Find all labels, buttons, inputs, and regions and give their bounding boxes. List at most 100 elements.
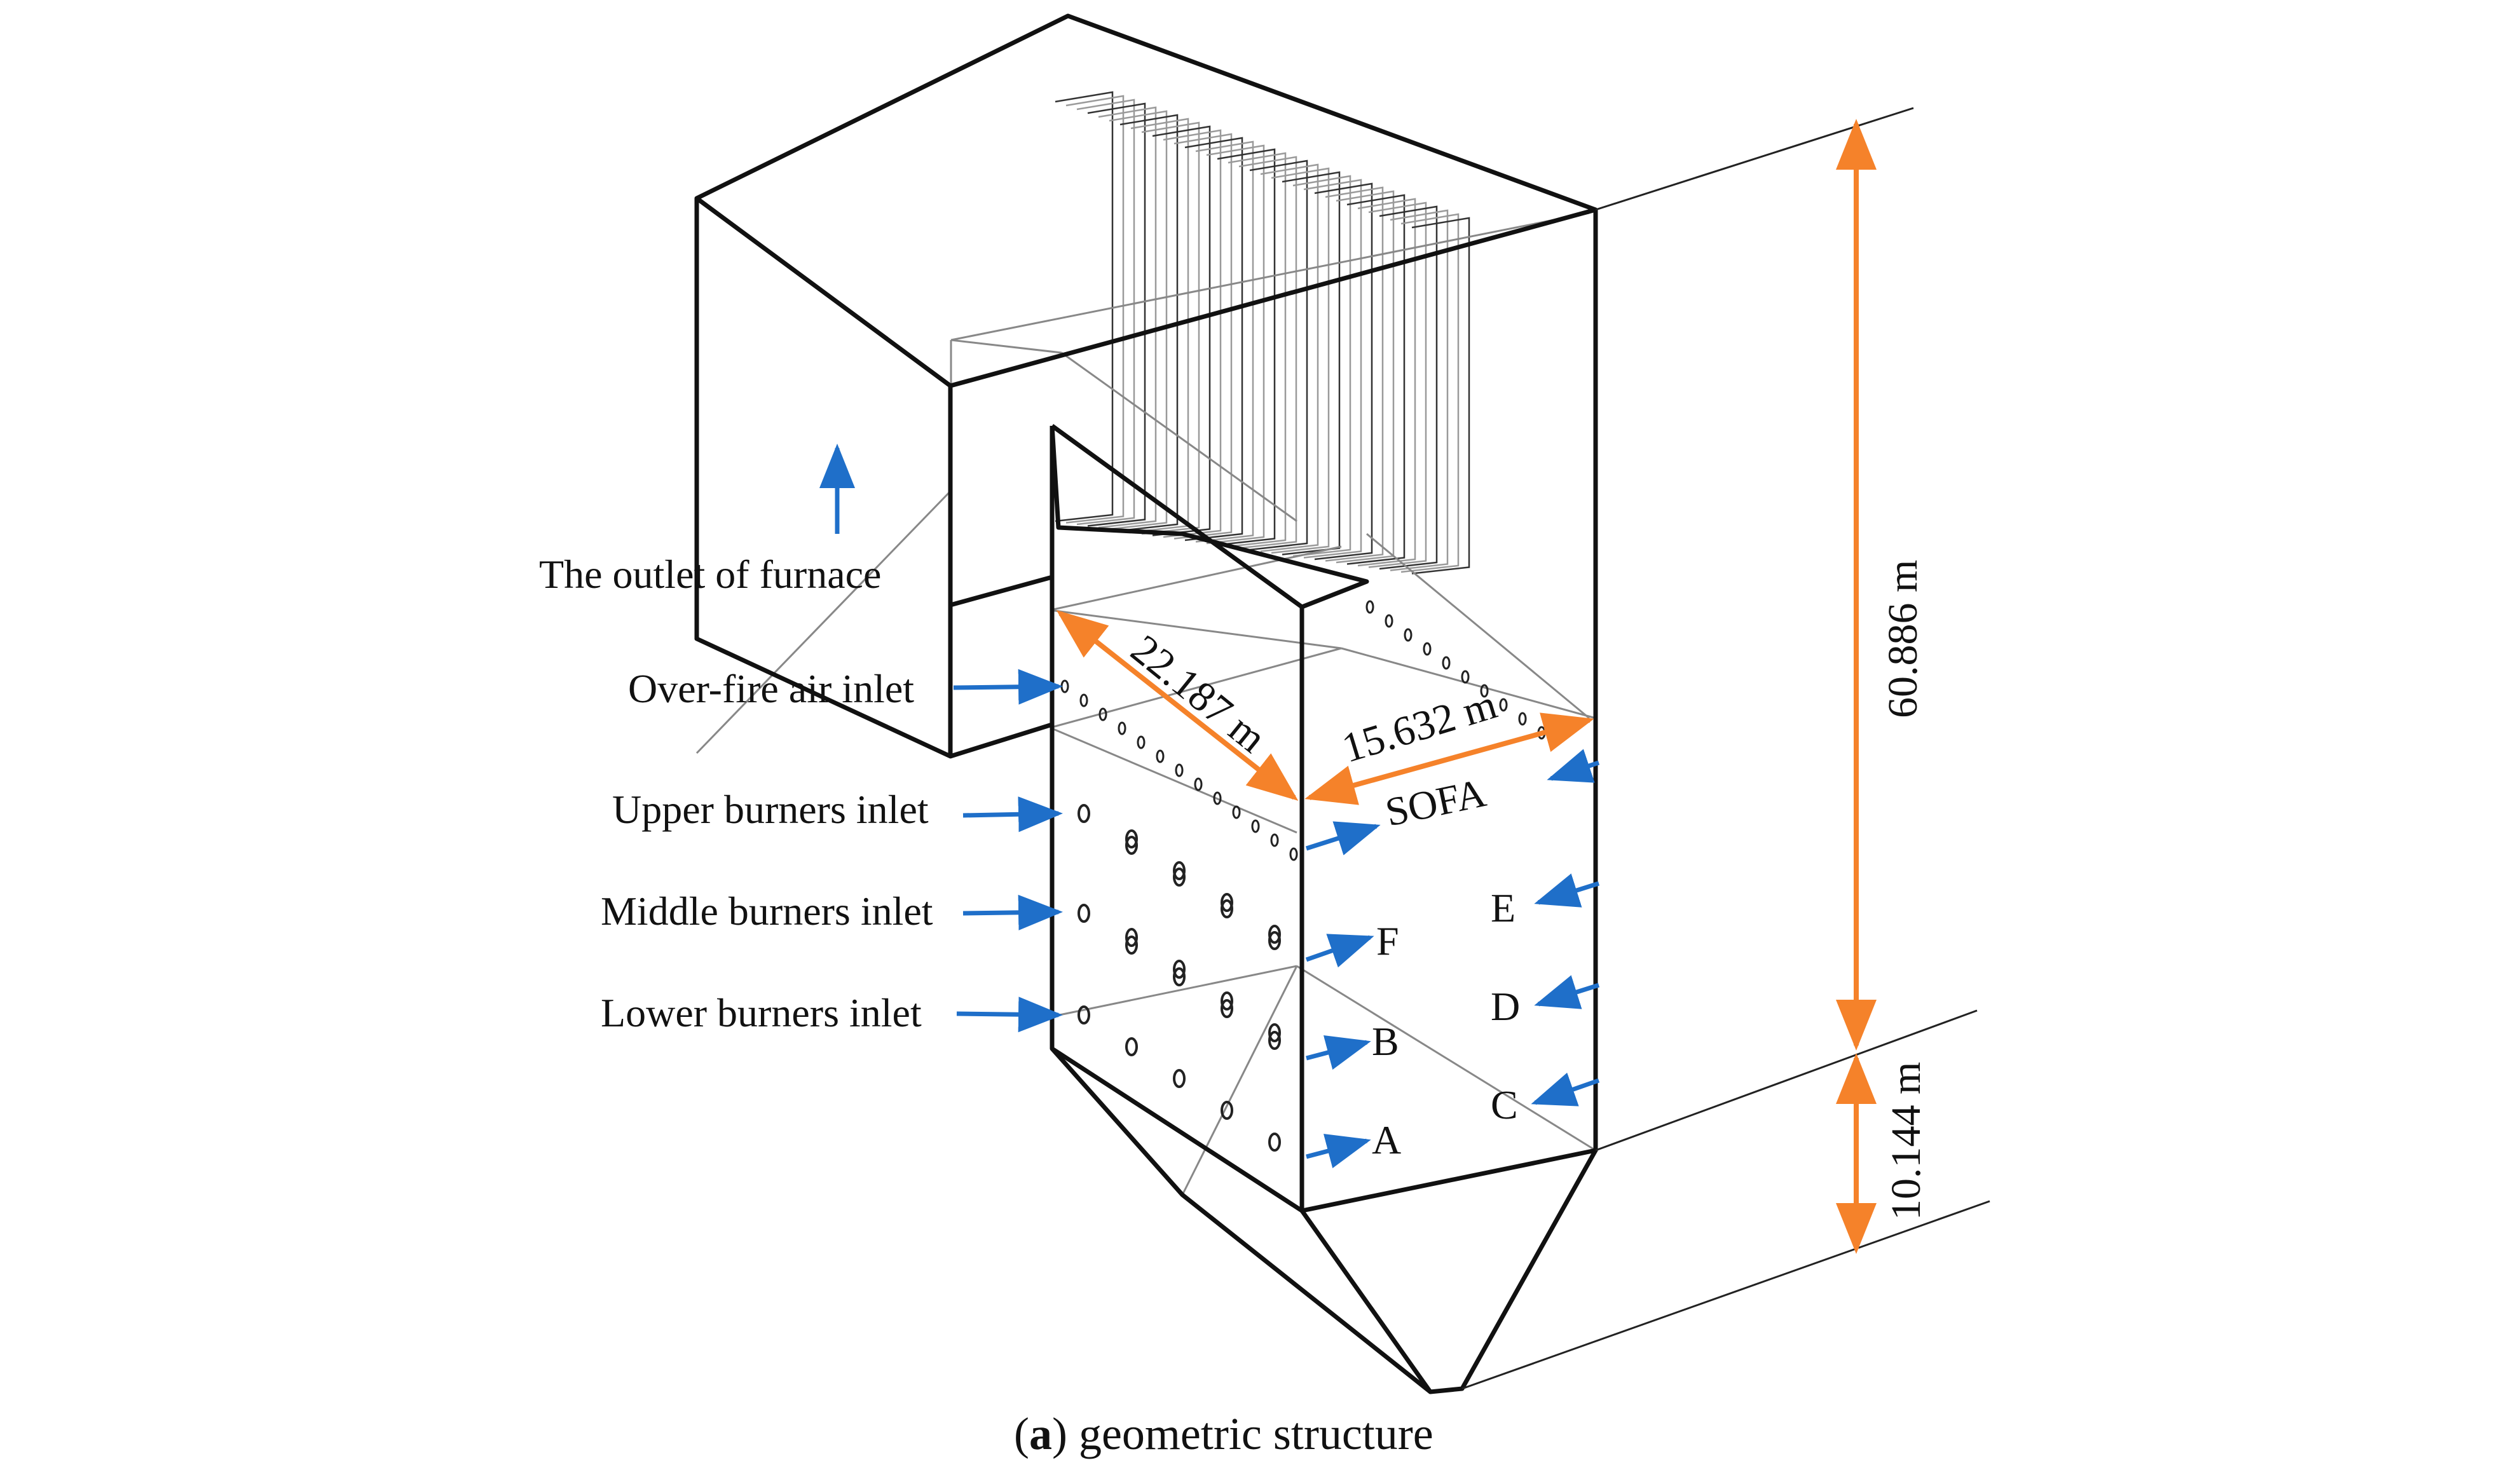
tube-panel (1292, 175, 1351, 557)
nozzle (1499, 698, 1508, 712)
tube-panel (1217, 148, 1276, 546)
tube-panel (1314, 182, 1373, 561)
nozzle (1098, 707, 1107, 721)
nozzle (1060, 679, 1069, 693)
tube-panel (1390, 209, 1449, 571)
tube-panel (1346, 194, 1406, 565)
nozzle (1461, 670, 1470, 684)
sofa-right-arrow (1547, 749, 1600, 783)
nozzle (1125, 829, 1138, 848)
nozzle (1221, 899, 1233, 918)
nozzle (1221, 893, 1233, 912)
tube-panel (1411, 217, 1470, 575)
lower-burners-label: Lower burners inlet (601, 990, 922, 1035)
tube-panel (1141, 121, 1200, 535)
nozzle (1194, 777, 1203, 791)
tube-panel (1271, 167, 1330, 554)
sofa-arrow (1305, 821, 1381, 855)
c-label: C (1491, 1082, 1518, 1127)
nozzle (1173, 861, 1186, 880)
e-label: E (1491, 885, 1515, 930)
sofa-label: SOFA (1381, 770, 1489, 834)
nozzle (1404, 628, 1413, 642)
ofa-arrow (953, 669, 1063, 705)
tube-panel (1206, 144, 1265, 545)
caption-close-paren: ) (1052, 1408, 1067, 1459)
f-arrow (1305, 934, 1374, 968)
platen-heat-exchanger-tubes (1055, 91, 1470, 575)
nozzle (1251, 819, 1260, 833)
c-arrow (1531, 1072, 1600, 1106)
outlet-label: The outlet of furnace (539, 552, 881, 597)
tube-panel (1303, 179, 1362, 559)
width-dimension-label: 15.632 m (1337, 681, 1502, 772)
nozzle (1289, 847, 1298, 861)
tube-panel (1249, 160, 1308, 551)
tube-panel (1195, 140, 1254, 543)
tube-panel (1336, 190, 1395, 564)
nozzle (1173, 868, 1186, 887)
tube-panel (1379, 205, 1438, 570)
tube-panel (1260, 163, 1319, 552)
nozzle (1173, 967, 1186, 986)
tube-panel (1173, 133, 1233, 540)
caption-open-paren: ( (1014, 1408, 1029, 1459)
nozzle (1423, 642, 1432, 656)
nozzle (1518, 712, 1527, 726)
tube-panel (1228, 152, 1287, 548)
height-dimension-label: 60.886 m (1880, 560, 1926, 718)
over-fire-air-label: Over-fire air inlet (628, 666, 914, 711)
tube-panel (1357, 198, 1416, 567)
tube-panel (1325, 186, 1384, 562)
tube-panel (1282, 171, 1341, 555)
nose-edges (1050, 424, 1369, 609)
nozzle (1078, 904, 1090, 923)
nozzle (1221, 999, 1233, 1018)
b-label: B (1372, 1019, 1399, 1064)
nozzle (1270, 833, 1279, 847)
nozzle (1268, 1031, 1281, 1050)
middle-burners-arrow (962, 894, 1063, 930)
nozzle (1221, 991, 1233, 1011)
depth-dimension-label: 22.187 m (1123, 626, 1275, 762)
tube-panel (1368, 201, 1427, 568)
f-label: F (1376, 918, 1399, 963)
lower-burners-arrow (956, 997, 1063, 1033)
outlet-duct-top-face (694, 13, 1598, 388)
nozzle (1125, 936, 1138, 955)
caption-panel-letter: a (1029, 1408, 1052, 1459)
tube-panel (1087, 102, 1146, 527)
tube-panel (1152, 125, 1211, 536)
tube-panel (1098, 106, 1157, 529)
d-arrow (1534, 975, 1600, 1009)
nozzle (1078, 1005, 1090, 1025)
tube-panel (1130, 118, 1189, 533)
nozzle (1175, 763, 1184, 777)
nozzle (1268, 925, 1281, 944)
upper-burners-arrow (962, 796, 1063, 833)
nozzle (1268, 1023, 1281, 1042)
tube-panel (1076, 99, 1135, 526)
dimension-arrows (1056, 119, 1877, 1254)
outlet-duct-left-face (694, 198, 953, 759)
depth-dimension-arrow (1056, 610, 1299, 801)
nozzle (1079, 693, 1088, 707)
middle-burners-label: Middle burners inlet (601, 888, 933, 934)
nozzle (1480, 684, 1489, 698)
tube-panel (1119, 114, 1179, 532)
nozzle (1137, 735, 1146, 749)
upper-burners-label: Upper burners inlet (612, 787, 929, 832)
nozzle (1125, 928, 1138, 947)
a-label: A (1372, 1117, 1401, 1162)
width-dimension-arrow (1304, 712, 1594, 805)
flow-arrows (819, 444, 1600, 1169)
nozzle (1442, 656, 1451, 670)
b-arrow (1306, 1035, 1371, 1070)
tube-panel (1184, 137, 1243, 541)
nozzle (1118, 721, 1126, 735)
tube-panel (1055, 91, 1114, 522)
nozzle (1125, 1037, 1138, 1056)
nozzle (1078, 804, 1090, 823)
